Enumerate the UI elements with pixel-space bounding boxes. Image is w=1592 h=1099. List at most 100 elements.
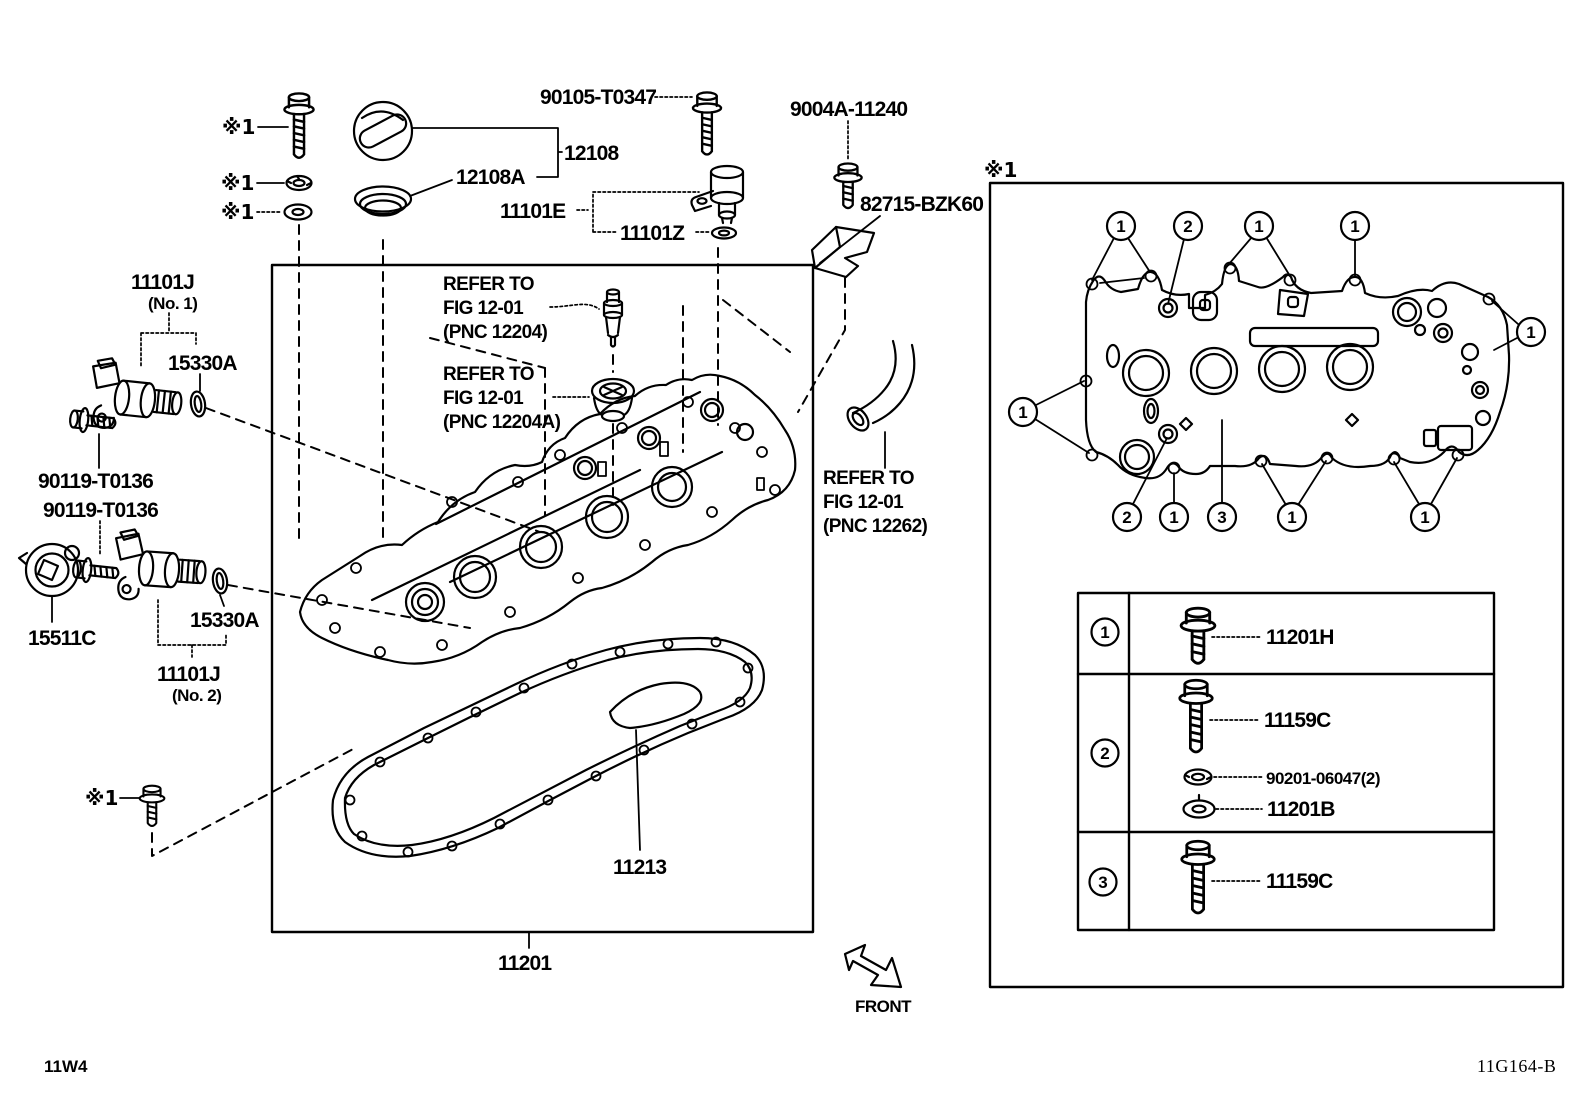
front-label: FRONT [855, 997, 912, 1016]
inset-frame [988, 181, 1565, 989]
cover-top-view-art [1079, 261, 1511, 480]
spark-tube-ports [452, 465, 694, 600]
o-ring-icon [188, 389, 208, 419]
balloon-digit: 2 [1122, 508, 1131, 527]
balloon-digit: 1 [1420, 508, 1429, 527]
cover-bolt-bosses [316, 396, 781, 658]
table-row-2: 2 11159C 90201-06047(2) 11201B [1090, 678, 1380, 821]
part-label-12108A: 12108A [456, 166, 525, 189]
part-label-15511C: 15511C [28, 627, 96, 650]
oil-control-valve-icon [17, 542, 81, 598]
stud-bolt-icon [70, 555, 121, 587]
row-badge: 1 [1100, 623, 1109, 642]
flange-bolt-icon [1179, 606, 1217, 665]
refer-note-line: REFER TO [443, 364, 534, 385]
part-label-12108: 12108 [564, 142, 620, 165]
bracket-12108 [412, 127, 563, 178]
note-marker-washer2: ※1 [221, 200, 254, 224]
part-sublabel-no2: (No. 2) [172, 686, 221, 705]
top-view-ports [1121, 342, 1375, 398]
fastener-table-grid [1076, 591, 1496, 932]
refer-note-pnc12204A: REFER TO FIG 12-01 (PNC 12204A) [443, 364, 590, 433]
bracket-82715-icon [810, 225, 876, 279]
figure-code-right: 11G164-B [1477, 1056, 1556, 1076]
torque-balloons: 1 2 1 1 1 1 2 1 3 1 1 [1007, 210, 1547, 533]
cylinder-head-cover-art [298, 373, 797, 665]
part-label-9004A-11240: 9004A-11240 [790, 98, 907, 121]
flange-bolt-icon [283, 92, 315, 159]
wave-washer-icon [285, 174, 313, 192]
part-label-15330A-upper: 15330A [168, 352, 237, 375]
stud-bolt-icon [67, 405, 118, 437]
leader-82715 [819, 215, 881, 264]
balloon-digit: 2 [1183, 217, 1192, 236]
fastener-table-frame [1076, 591, 1496, 932]
refer-note-line: (PNC 12262) [823, 516, 928, 537]
camshaft-position-sensor-icon [690, 164, 745, 225]
bracket-11101J-no1 [140, 312, 197, 367]
refer-note-line: (PNC 12204) [443, 322, 548, 343]
part-label-11159C: 11159C [1266, 870, 1333, 893]
oil-filler-cap-icon [352, 100, 414, 162]
installation-dashed-lines [151, 224, 846, 857]
bracket-11101E [576, 191, 710, 233]
front-arrow-icon [843, 943, 903, 989]
camshaft-timing-valve-no2-icon [110, 527, 210, 606]
part-label-90119-T0136-b: 90119-T0136 [43, 499, 158, 522]
balloon-digit: 3 [1217, 508, 1226, 527]
part-label-11201H: 11201H [1266, 626, 1334, 649]
flange-bolt-icon [1180, 839, 1216, 915]
flange-bolt-icon [833, 162, 863, 210]
balloon-3: 3 [1206, 501, 1238, 533]
wave-washer-icon [1183, 768, 1213, 786]
exploded-view-panel: ※1 ※1 ※1 12108 12108A 90105-T [17, 86, 984, 975]
balloon-digit: 1 [1018, 403, 1027, 422]
flange-bolt-icon [138, 784, 166, 827]
bracket-11101J-no2 [157, 599, 227, 658]
refer-note-line: REFER TO [823, 468, 914, 489]
ventilation-hose-icon [846, 339, 916, 432]
seal-washer-icon [283, 203, 313, 221]
part-label-11213: 11213 [613, 856, 666, 879]
balloon-1: 1 [1515, 316, 1547, 348]
refer-note-line: (PNC 12204A) [443, 412, 561, 433]
refer-note-line: REFER TO [443, 274, 534, 295]
part-label-90201-06047: 90201-06047(2) [1266, 769, 1380, 788]
refer-note-leader [549, 303, 600, 310]
balloon-1: 1 [1243, 210, 1275, 242]
part-label-11101E: 11101E [500, 200, 566, 223]
balloon-digit: 1 [1526, 323, 1535, 342]
main-diagram-frame [270, 263, 815, 934]
balloon-1: 1 [1276, 501, 1308, 533]
table-row-1: 1 11201H [1090, 606, 1334, 665]
balloon-1: 1 [1158, 501, 1190, 533]
balloon-digit: 1 [1350, 217, 1359, 236]
note-marker-bolt-top: ※1 [222, 115, 255, 139]
note-marker-bolt-bottom: ※1 [85, 786, 118, 810]
page-code-left: 11W4 [44, 1057, 88, 1076]
tightening-inset-panel: ※1 [984, 158, 1565, 989]
flange-bolt-icon [1178, 678, 1214, 754]
part-sublabel-no1: (No. 1) [148, 294, 197, 313]
balloon-leaders [1034, 236, 1519, 506]
balloon-digit: 1 [1254, 217, 1263, 236]
leader-oring2 [219, 594, 225, 607]
part-label-90105-T0347: 90105-T0347 [540, 86, 656, 109]
gasket-holes [344, 636, 754, 858]
front-direction: FRONT [843, 943, 913, 1016]
part-label-82715-BZK60: 82715-BZK60 [860, 193, 983, 216]
refer-note-line: FIG 12-01 [443, 388, 524, 409]
refer-note-line: FIG 12-01 [823, 492, 904, 513]
seal-washer-icon [1182, 793, 1216, 819]
table-row-3: 3 11159C [1088, 839, 1334, 915]
cover-gasket-art [331, 636, 765, 858]
balloon-1: 1 [1339, 210, 1371, 242]
refer-note-pnc12204: REFER TO FIG 12-01 (PNC 12204) [443, 274, 600, 343]
note-marker-washer1: ※1 [221, 171, 254, 195]
cap-gasket-icon [353, 185, 413, 217]
part-label-15330A-lower: 15330A [190, 609, 259, 632]
balloon-2: 2 [1172, 210, 1204, 242]
spark-plug-icon [602, 288, 624, 348]
part-label-11101J-no1: 11101J [131, 271, 194, 294]
